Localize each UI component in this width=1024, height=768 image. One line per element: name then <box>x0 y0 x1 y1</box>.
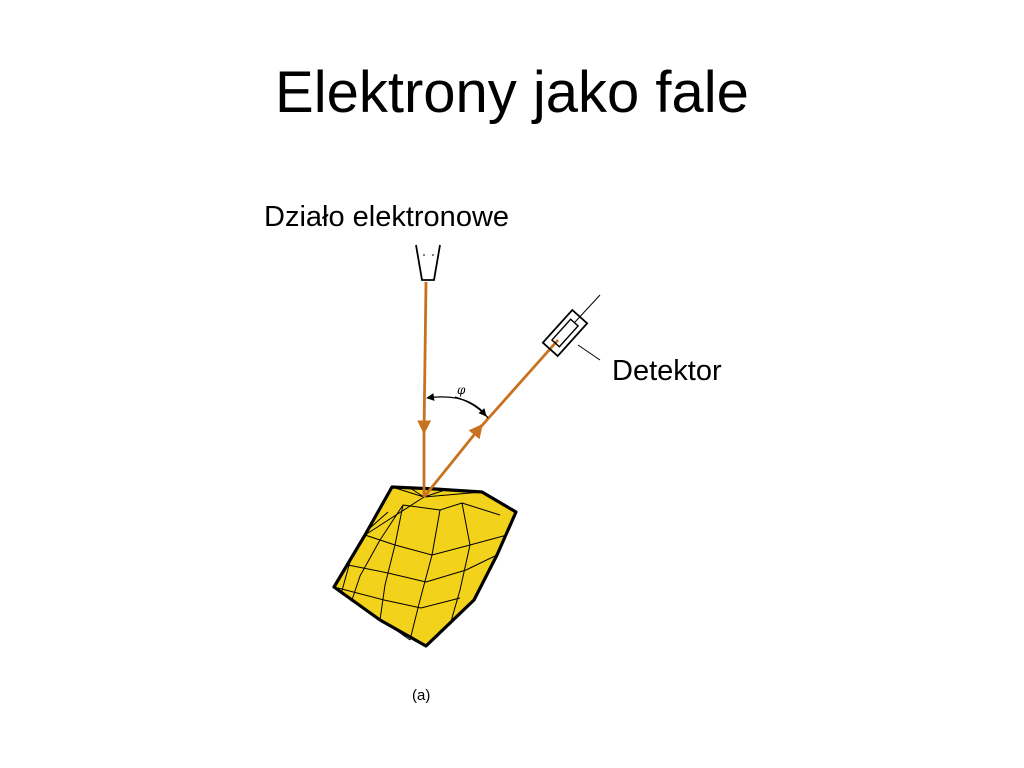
angle-symbol: φ <box>457 383 466 397</box>
slide-title: Elektrony jako fale <box>275 60 749 125</box>
detector-label: Detektor <box>612 355 722 387</box>
electron-gun-icon <box>415 244 441 281</box>
electron-gun-label: Działo elektronowe <box>264 201 510 233</box>
crystal-icon <box>332 485 518 648</box>
figure-caption: (a) <box>412 687 430 704</box>
incident-beam <box>417 281 432 435</box>
scattered-beam-tail <box>476 339 560 431</box>
scattered-beam <box>422 423 484 498</box>
detector-icon <box>541 294 601 361</box>
angle-arc <box>426 393 489 419</box>
